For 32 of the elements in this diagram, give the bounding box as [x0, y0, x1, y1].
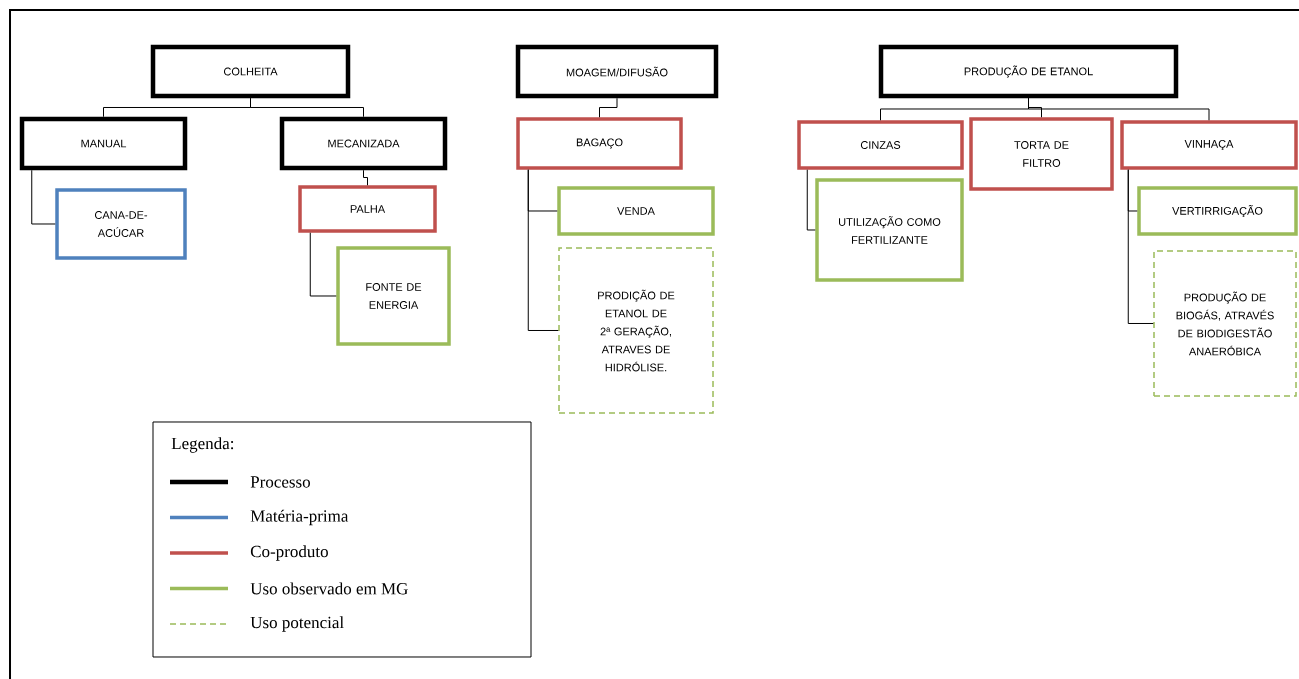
legend-text: Processo [250, 476, 310, 488]
co-product-box: TORTA DE FILTRO [969, 117, 1114, 191]
legend-text: Matéria-prima [250, 509, 349, 526]
legend-text: Uso observado em MG [250, 582, 408, 595]
process-box: COLHEITA [150, 44, 351, 99]
connector-line [806, 169, 816, 231]
co-product-box: CINZAS [797, 120, 964, 170]
observed-use-box: VERTIRRIGAÇÃO [1137, 186, 1298, 236]
legend-text: Uso potencial [250, 616, 344, 632]
observed-use-box: VENDA [557, 186, 715, 236]
co-product-box: PALHA [298, 185, 437, 233]
connector-line [250, 97, 364, 118]
connector-line [1127, 169, 1154, 324]
process-box: MOAGEM/DIFUSÃO [515, 44, 719, 99]
raw-material-box: CANA-DE-ACÚCAR [55, 188, 187, 260]
connector-line [527, 169, 559, 331]
process-box: MANUAL [19, 116, 188, 171]
potential-use-box: PRODUÇÃO DE BIOGÁS, ATRAVÉS DE BIODIGESTÃO ANAERÓBICA [1153, 250, 1297, 397]
potential-use-box: PRODIÇÃO DE ETANOL DE 2ª GERAÇÃO, ATRAVES DE HIDRÓLISE. [558, 247, 714, 414]
co-product-box: VINHAÇA [1120, 120, 1298, 170]
co-product-box: BAGAÇO [516, 117, 683, 170]
connector-line [1028, 97, 1210, 121]
legend-text: Co-produto [250, 545, 328, 561]
observed-use-box: UTILIZAÇÃO COMO FERTILIZANTE [815, 178, 964, 282]
legend-title: Legenda: [171, 437, 234, 453]
observed-use-box: FONTE DE ENERGIA [336, 246, 451, 346]
process-box: PRODUÇÃO DE ETANOL [878, 44, 1179, 99]
connector-line [31, 169, 56, 225]
connector-line [309, 232, 337, 297]
connector-line [599, 97, 618, 118]
process-box: MECANIZADA [279, 116, 448, 171]
connector-line [363, 169, 368, 186]
